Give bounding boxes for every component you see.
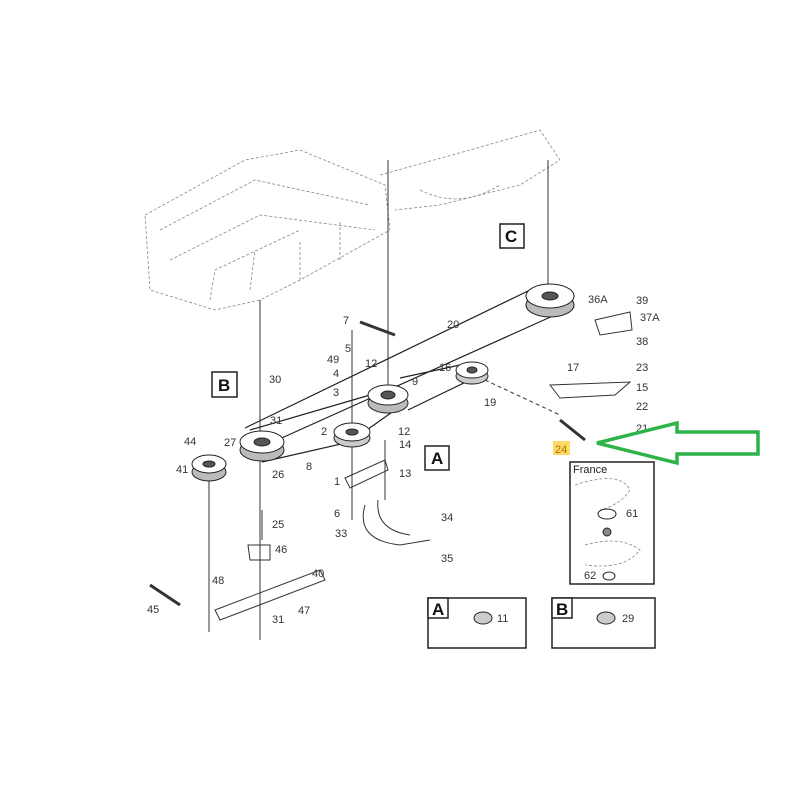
callout-27: 27	[224, 437, 236, 449]
callout-16: 16	[439, 362, 451, 374]
view-letter-C: C	[499, 223, 525, 249]
callout-25: 25	[272, 519, 284, 531]
callout-37A: 37A	[640, 312, 660, 324]
pulley-9	[367, 384, 409, 414]
shaft-lines	[208, 160, 549, 640]
callout-34: 34	[441, 512, 453, 524]
callout-33: 33	[335, 528, 347, 540]
callout-2: 2	[321, 426, 327, 438]
callout-48: 48	[212, 575, 224, 587]
pulley-2	[333, 422, 371, 448]
callout-17: 17	[567, 362, 579, 374]
callout-15: 15	[636, 382, 648, 394]
callout-36A: 36A	[588, 294, 608, 306]
view-letter-B: B	[211, 371, 238, 398]
svg-text:B: B	[556, 600, 568, 619]
callout-6: 6	[334, 508, 340, 520]
callout-19: 19	[484, 397, 496, 409]
callout-11: 11	[497, 613, 508, 625]
callout-23: 23	[636, 362, 648, 374]
callout-46: 46	[275, 544, 287, 556]
callout-49: 49	[327, 354, 339, 366]
svg-text:A: A	[432, 600, 444, 619]
callout-30: 30	[269, 374, 281, 386]
callout-13: 13	[399, 468, 411, 480]
detail-box-A: A 11	[427, 597, 527, 649]
view-letter-A: A	[424, 445, 450, 471]
detail-box-B: B 29	[551, 597, 656, 649]
svg-text:C: C	[505, 227, 517, 246]
callout-62: 62	[584, 570, 596, 582]
mower-frame-sketch	[144, 129, 561, 311]
callout-45: 45	[147, 604, 159, 616]
callout-47: 47	[298, 605, 310, 617]
callout-22: 22	[636, 401, 648, 413]
callout-9: 9	[412, 376, 418, 388]
pulley-16	[455, 361, 489, 385]
callout-24: 24	[555, 444, 567, 456]
callout-26: 26	[272, 469, 284, 481]
callout-5: 5	[345, 343, 351, 355]
callout-20: 20	[447, 319, 459, 331]
callout-31: 31	[270, 415, 282, 427]
callout-61: 61	[626, 508, 638, 520]
pulley-41	[191, 454, 227, 482]
svg-text:A: A	[431, 449, 443, 468]
callout-31: 31	[272, 614, 284, 626]
callout-12: 12	[398, 426, 410, 438]
callout-41: 41	[176, 464, 188, 476]
callout-4: 4	[333, 368, 339, 380]
svg-text:B: B	[218, 376, 230, 395]
callout-40: 40	[312, 568, 324, 580]
misc-parts	[149, 311, 633, 621]
callout-44: 44	[184, 436, 196, 448]
callouts: 7 5 49 4 3 12 30 31 27 44 41 26 2 9 12 1…	[147, 294, 660, 626]
pulley-C	[525, 283, 575, 318]
callout-35: 35	[441, 553, 453, 565]
callout-24-highlight	[553, 441, 570, 455]
callout-8: 8	[306, 461, 312, 473]
green-pointer-arrow	[596, 420, 760, 466]
pulleys	[191, 283, 575, 482]
callout-38: 38	[636, 336, 648, 348]
france-inset-title: France	[573, 464, 607, 476]
callout-39: 39	[636, 295, 648, 307]
callout-1: 1	[334, 476, 340, 488]
belts	[244, 289, 556, 463]
callout-12: 12	[365, 358, 377, 370]
callout-14: 14	[399, 439, 411, 451]
france-inset: France 61 62	[569, 461, 655, 585]
callout-3: 3	[333, 387, 339, 399]
callout-7: 7	[343, 315, 349, 327]
callout-29: 29	[622, 613, 634, 625]
pulley-27	[239, 430, 285, 462]
